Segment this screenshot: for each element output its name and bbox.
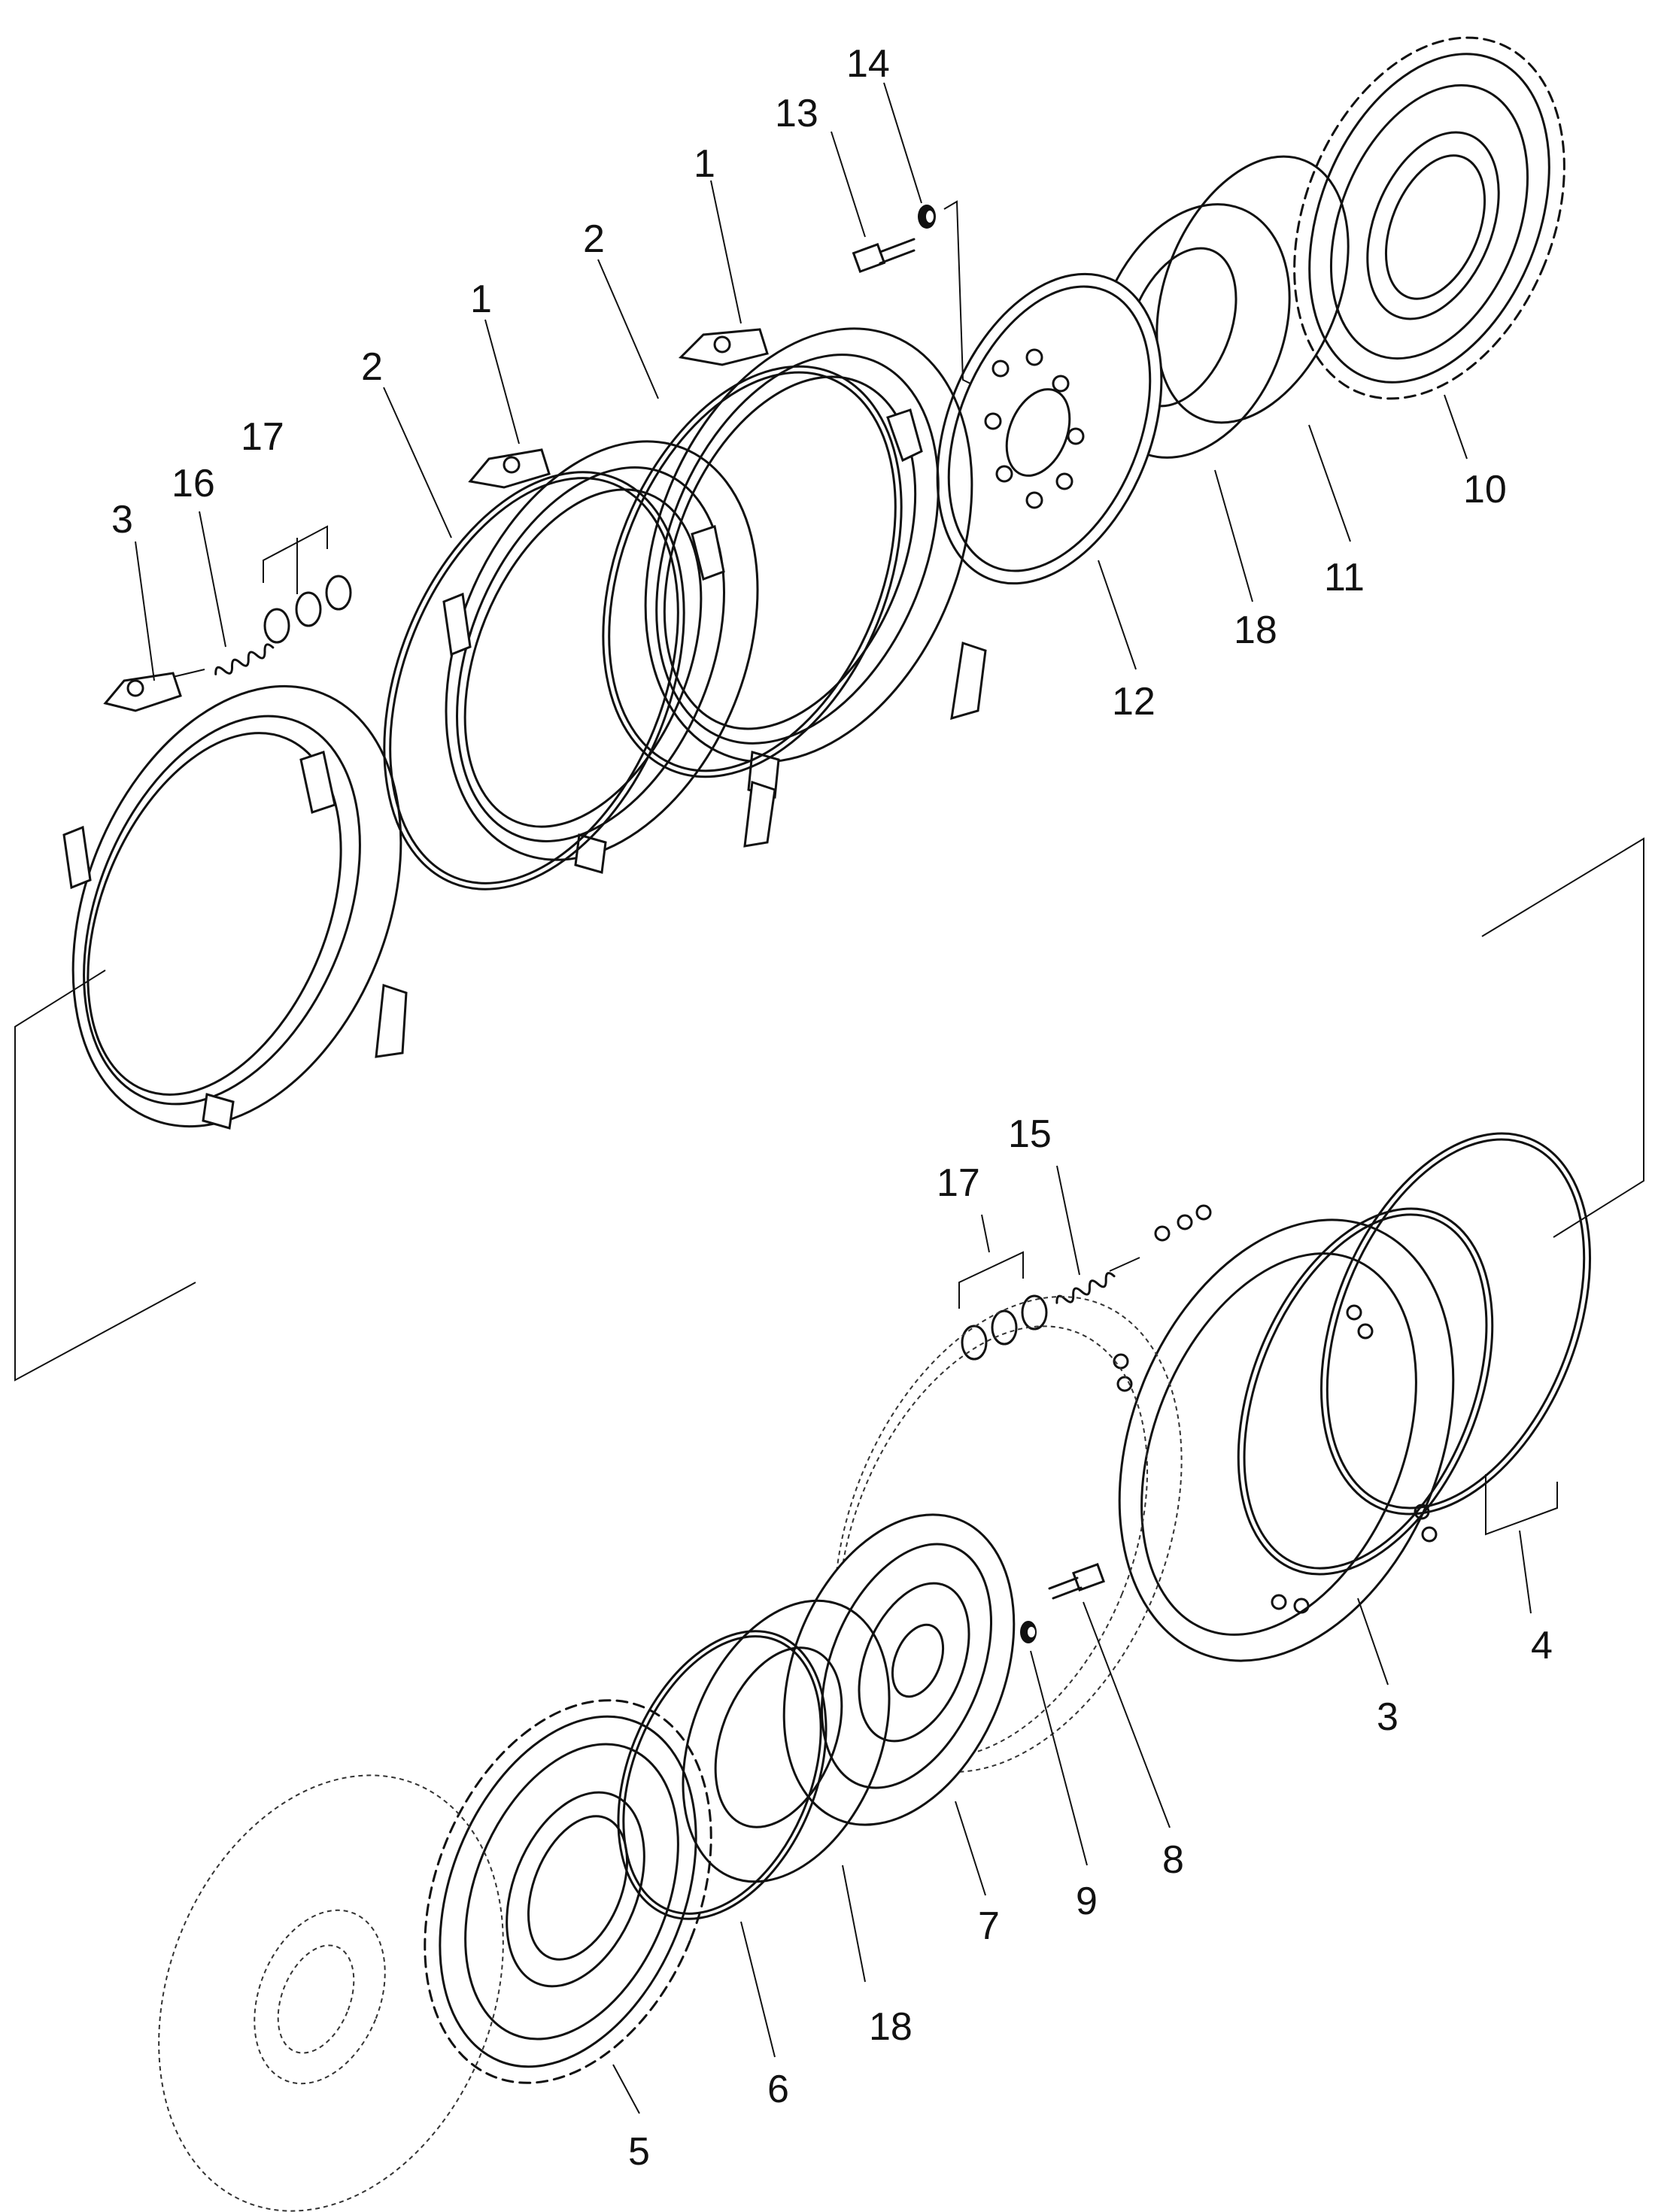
label-11: 11 [1324, 556, 1365, 599]
label-3b: 3 [1377, 1695, 1398, 1739]
label-5: 5 [628, 2130, 650, 2174]
part-5-gear-plate [424, 1699, 712, 2084]
part-7-hub-plate [782, 1513, 1016, 1826]
label-14: 14 [846, 42, 890, 86]
connector-right [1481, 837, 1644, 1238]
label-1b: 1 [470, 278, 492, 321]
label-4: 4 [1531, 1624, 1553, 1667]
label-12: 12 [1112, 680, 1155, 724]
label-3a: 3 [111, 498, 133, 542]
bolt-path-line [943, 200, 971, 384]
leader-lines [135, 82, 1532, 2114]
part-18-disc-lower [682, 1599, 891, 1883]
part-8-bolt [1048, 1562, 1106, 1600]
label-18a: 18 [1234, 608, 1277, 652]
part-16-spring [172, 643, 275, 678]
label-15: 15 [1008, 1112, 1052, 1156]
part-17-clips-lower [958, 1251, 1048, 1361]
label-1a: 1 [694, 142, 715, 186]
part-14-washer [918, 205, 936, 229]
part-1-plate-left [442, 440, 776, 874]
label-6: 6 [767, 2068, 789, 2111]
part-13-bolt [852, 238, 916, 273]
label-10: 10 [1463, 468, 1507, 511]
part-12-hub-plate [936, 272, 1163, 585]
part-10-gear-plate [1293, 36, 1565, 400]
label-17b: 17 [937, 1161, 980, 1205]
label-2a: 2 [583, 217, 605, 261]
connector-left [14, 969, 196, 1382]
part-17-clips-upper [263, 525, 352, 644]
label-9: 9 [1076, 1880, 1098, 1923]
label-18b: 18 [869, 2005, 913, 2049]
part-1-plate-right [644, 327, 987, 799]
part-15-spring [1055, 1257, 1140, 1304]
part-2-oring-right [602, 365, 903, 778]
part-2-oring-left [383, 471, 685, 891]
label-7: 7 [978, 1904, 1000, 1948]
part-9-washer [1020, 1621, 1037, 1643]
label-16: 16 [172, 462, 215, 505]
background-flywheel [158, 1774, 504, 2212]
part-11-ring [1155, 155, 1350, 424]
label-13: 13 [775, 92, 818, 135]
part-4-orings [1237, 1132, 1591, 1576]
label-2b: 2 [361, 345, 383, 389]
label-17a: 17 [241, 415, 284, 459]
label-8: 8 [1162, 1838, 1184, 1882]
part-3-plate-upper [62, 672, 408, 1130]
part-labels: 13 14 1 2 1 2 17 16 3 10 11 18 12 15 17 … [111, 42, 1553, 2174]
part-3-plate-lower [1113, 1204, 1455, 1662]
